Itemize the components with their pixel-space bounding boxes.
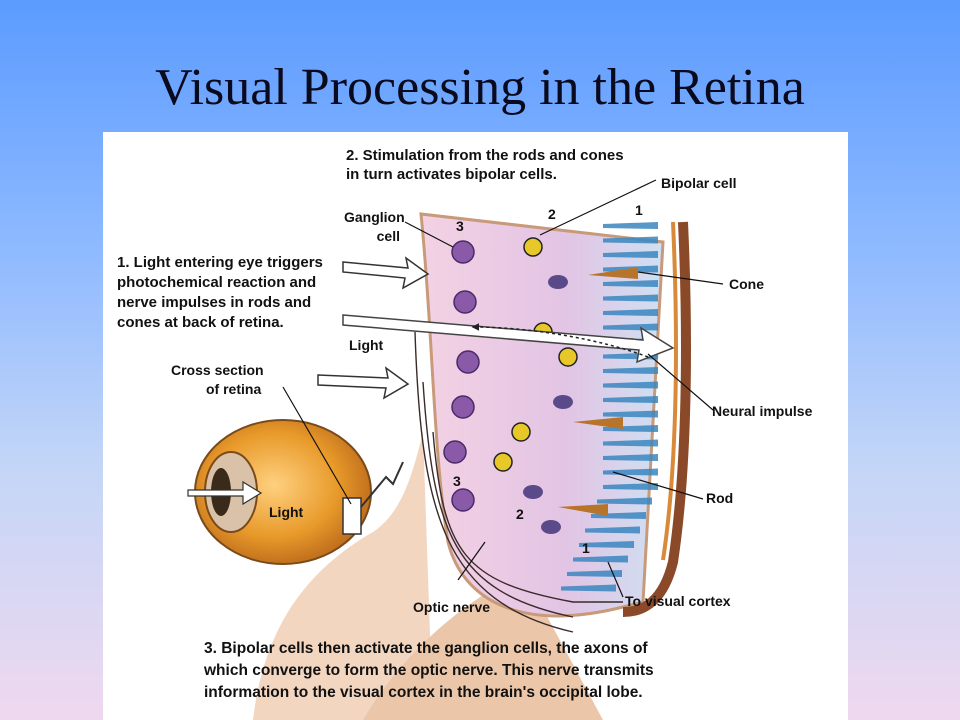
cone-label: Cone <box>729 276 764 292</box>
leader-lines <box>282 179 724 598</box>
step1-line4: cones at back of retina. <box>117 314 284 331</box>
rod-cell <box>603 222 658 229</box>
ganglion-cell-label-2: cell <box>376 228 400 244</box>
step1-line3: nerve impulses in rods and <box>117 294 312 311</box>
light-label-upper: Light <box>349 337 384 353</box>
rod-cell <box>603 381 658 389</box>
to-visual-cortex-label: To visual cortex <box>625 593 731 609</box>
rod-cell <box>603 309 658 316</box>
layer-number-top-2: 2 <box>548 206 556 222</box>
head-outline <box>253 432 433 720</box>
rod-cell <box>603 294 658 302</box>
step1-line1: 1. Light entering eye triggers <box>117 254 323 271</box>
rod-cell <box>567 570 622 577</box>
rod-label: Rod <box>706 490 734 506</box>
step1-line2: photochemical reaction and <box>117 274 317 291</box>
neural-impulse-label: Neural impulse <box>712 403 813 419</box>
layer-number-top-1: 1 <box>635 202 643 218</box>
light-arrows <box>317 256 675 400</box>
bipolar-cells <box>493 237 578 534</box>
cross-section-label-1: Cross section <box>171 362 264 378</box>
step3-line3: information to the visual cortex in the … <box>204 684 643 701</box>
rod-cell <box>603 454 658 461</box>
ganglion-cell-label-1: Ganglion <box>344 209 405 225</box>
light-label-eye: Light <box>269 504 304 520</box>
layer-number-bottom-3: 3 <box>453 473 461 489</box>
retina-wall <box>622 221 691 617</box>
step2-line2: in turn activates bipolar cells. <box>346 166 557 183</box>
layer-number-bottom-1: 1 <box>582 540 590 556</box>
axon-lines <box>414 331 623 633</box>
rod-cell <box>597 497 652 505</box>
rod-cell <box>579 541 634 548</box>
rod-cell <box>603 280 658 287</box>
rod-cell <box>573 555 628 563</box>
rod-cell <box>603 323 658 331</box>
layer-number-top-3: 3 <box>456 218 464 234</box>
rod-cell <box>603 483 658 490</box>
rod-cell <box>603 251 658 258</box>
eye-illustration <box>187 419 404 565</box>
rod-cell <box>561 584 616 592</box>
rod-cell <box>603 439 658 447</box>
rod-cell <box>603 367 658 374</box>
optic-nerve-label: Optic nerve <box>413 599 491 615</box>
step3-line2: which converge to form the optic nerve. … <box>204 662 654 679</box>
bipolar-cell-label: Bipolar cell <box>661 175 737 191</box>
step2-line1: 2. Stimulation from the rods and cones <box>346 147 624 164</box>
step3-line1: 3. Bipolar cells then activate the gangl… <box>204 640 648 657</box>
rod-cell <box>603 396 658 403</box>
neural-impulse-path <box>471 323 649 358</box>
cross-section-label-2: of retina <box>206 381 262 397</box>
slide-title: Visual Processing in the Retina <box>155 59 805 116</box>
layer-number-bottom-2: 2 <box>516 506 524 522</box>
rod-cell <box>585 526 640 534</box>
rod-cell <box>603 236 658 244</box>
main-light-arrow <box>342 314 675 364</box>
retina-illustration <box>187 179 724 720</box>
retina-diagram: 2. Stimulation from the rods and cones i… <box>103 132 848 720</box>
rod-cell <box>603 410 658 418</box>
ganglion-cells <box>443 240 480 512</box>
